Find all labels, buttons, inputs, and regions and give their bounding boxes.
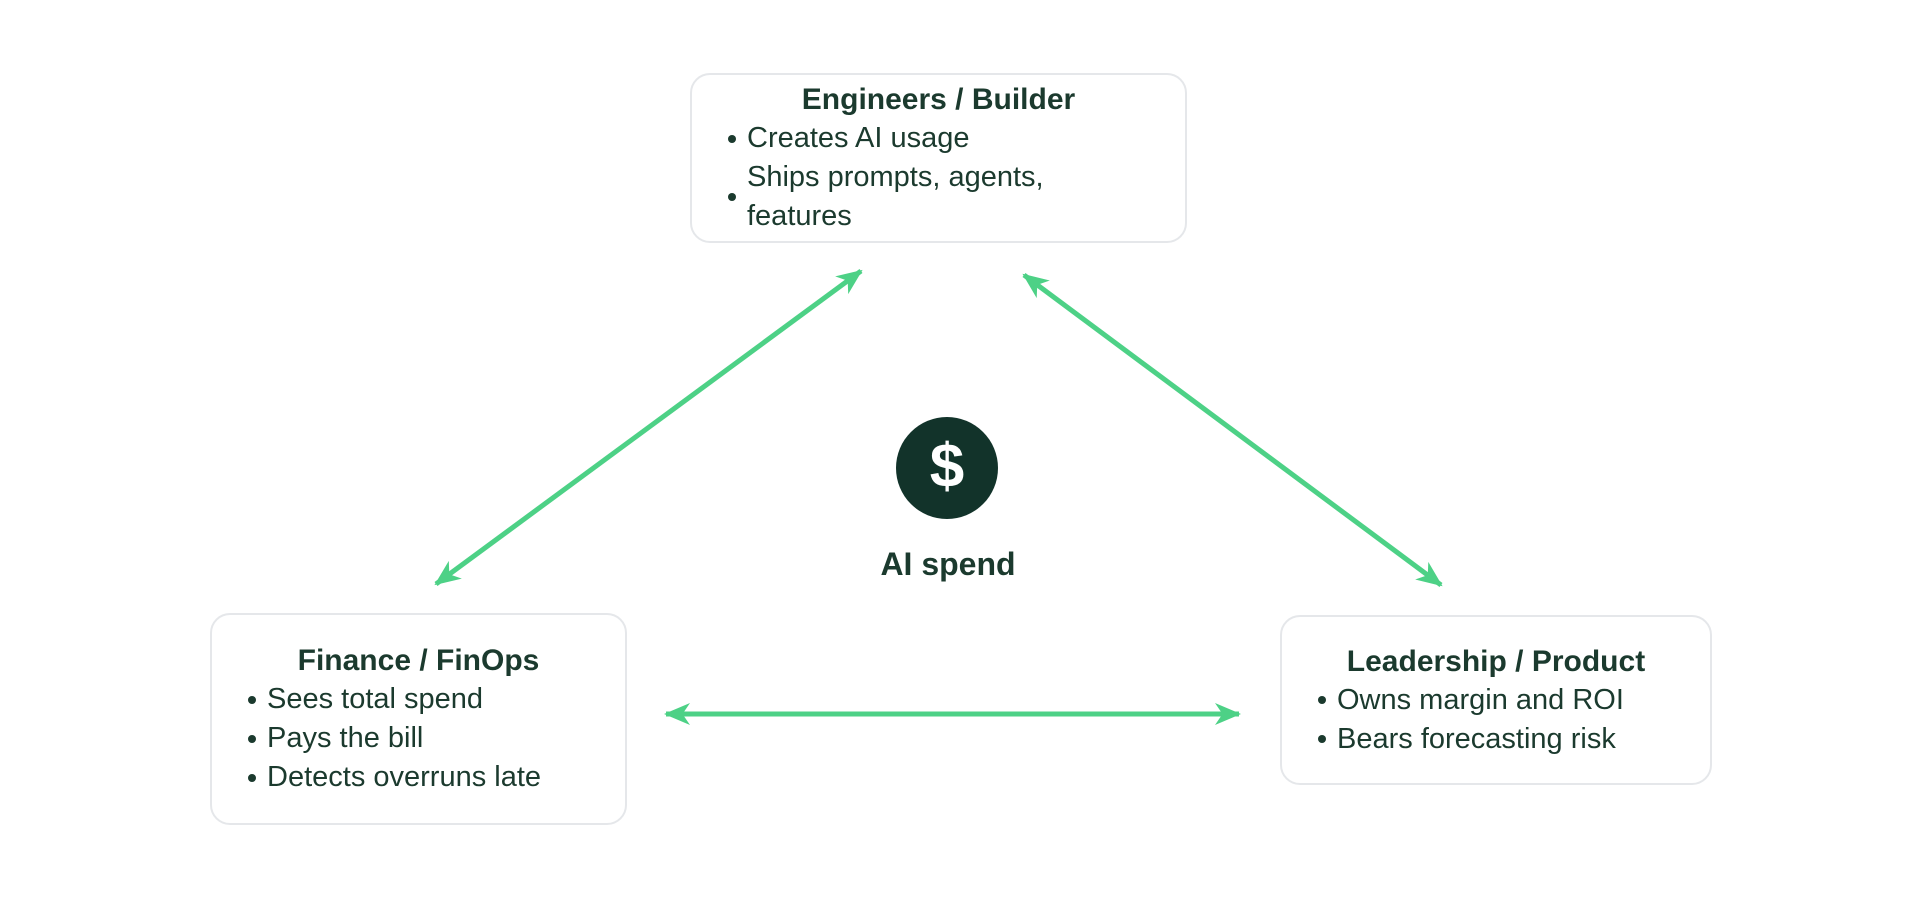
bullet-item: Creates AI usage xyxy=(728,119,1149,158)
bullet-text: Bears forecasting risk xyxy=(1337,722,1616,755)
bullet-dot xyxy=(248,773,256,782)
node-title: Leadership / Product xyxy=(1346,644,1646,678)
bullet-item: Ships prompts, agents, features xyxy=(728,158,1149,236)
bullet-text: Pays the bill xyxy=(267,722,424,754)
ai-spend-label: AI spend xyxy=(880,546,1016,582)
bullet-item: Owns margin and ROI xyxy=(1318,681,1674,720)
bullet-item: Bears forecasting risk xyxy=(1318,720,1674,759)
bullet-item: Detects overruns late xyxy=(248,758,589,797)
bullet-dot xyxy=(248,695,256,704)
bullet-dot xyxy=(728,134,736,143)
node-title: Finance / FinOps xyxy=(297,644,540,677)
bullet-text: Creates AI usage xyxy=(747,122,970,154)
arrow-engineers-finance xyxy=(434,268,863,587)
arrow-engineers-leadership xyxy=(1022,272,1443,588)
bullet-text: Sees total spend xyxy=(267,683,484,715)
node-finance-finops: Finance / FinOps Sees total spend Pays t… xyxy=(210,613,627,825)
node-title: Engineers / Builder xyxy=(801,83,1076,116)
bullet-dot xyxy=(728,193,736,201)
bullet-text: Ships prompts, agents, features xyxy=(747,161,1044,232)
bullet-text: Owns margin and ROI xyxy=(1337,683,1624,716)
bullet-dot xyxy=(1318,735,1326,743)
bullet-item: Sees total spend xyxy=(248,680,589,719)
bullet-dot xyxy=(1318,696,1326,704)
dollar-glyph: $ xyxy=(929,432,965,501)
bullet-text: Detects overruns late xyxy=(267,761,542,793)
node-leadership-product: Leadership / Product Owns margin and ROI… xyxy=(1280,615,1712,785)
bullet-dot xyxy=(248,734,256,743)
node-engineers-builder: Engineers / Builder Creates AI usage Shi… xyxy=(690,73,1187,243)
dollar-sign-icon: $ xyxy=(896,417,998,519)
bullet-item: Pays the bill xyxy=(248,719,589,758)
